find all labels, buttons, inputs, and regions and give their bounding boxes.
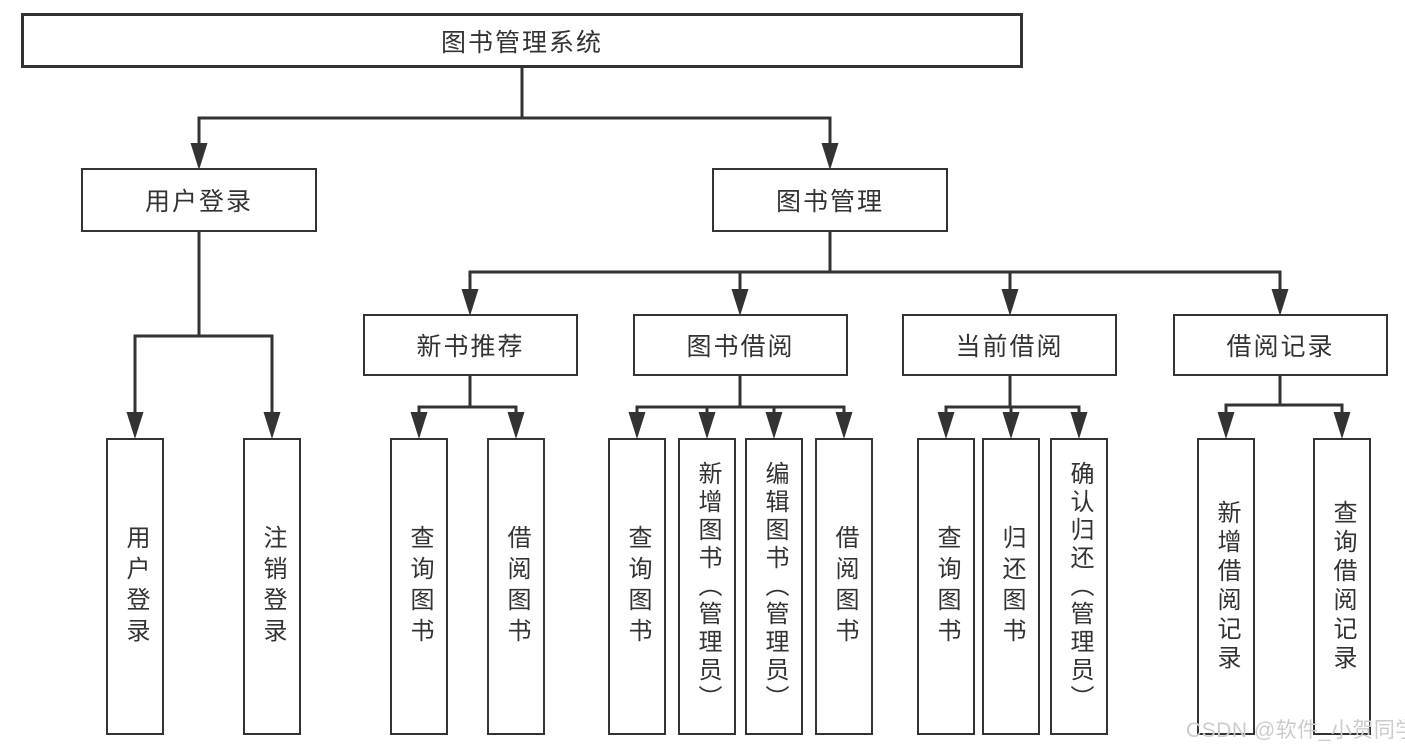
- leaf-edit-book-admin: 编辑图书（管理员）: [745, 438, 803, 735]
- leaf-query-books-current: 查询图书: [917, 438, 975, 735]
- leaf-user-login: 用户登录: [106, 438, 164, 735]
- leaf-edit-book-admin-label: 编辑图书（管理员）: [761, 460, 788, 713]
- arrowhead-book-management-node: [821, 143, 839, 170]
- arrowhead-leaf-user-login: [126, 412, 144, 439]
- leaf-borrow-books-recommend: 借阅图书: [487, 438, 545, 735]
- leaf-return-book: 归还图书: [982, 438, 1040, 735]
- node-book-borrowing: 图书借阅: [633, 314, 848, 376]
- leaf-logout-label: 注销登录: [259, 524, 286, 649]
- leaf-borrow-books-borrow: 借阅图书: [815, 438, 873, 735]
- leaf-add-book-admin: 新增图书（管理员）: [678, 438, 736, 735]
- node-borrowing-records-label: 借阅记录: [1226, 333, 1335, 361]
- node-current-borrowing: 当前借阅: [902, 314, 1117, 376]
- leaf-borrow-books-recommend-label: 借阅图书: [503, 524, 530, 649]
- arrowhead-leaf-confirm-return-admin: [1070, 412, 1088, 439]
- node-library-management-system-label: 图书管理系统: [440, 28, 603, 57]
- connector-userlogin-to-leaves: [133, 232, 274, 414]
- node-book-management: 图书管理: [712, 168, 948, 232]
- leaf-query-books-current-label: 查询图书: [933, 524, 960, 649]
- leaf-add-borrow-record: 新增借阅记录: [1197, 438, 1255, 735]
- node-new-book-recommendation-label: 新书推荐: [416, 333, 525, 361]
- watermark: CSDN @软件_小贺同学: [1186, 719, 1405, 742]
- leaf-borrow-books-borrow-label: 借阅图书: [831, 524, 858, 649]
- connector-recommend-to-leaves: [417, 376, 518, 414]
- arrowhead-book-borrowing: [731, 289, 749, 316]
- leaf-confirm-return-admin: 确认归还（管理员）: [1050, 438, 1108, 735]
- node-new-book-recommendation: 新书推荐: [363, 314, 578, 376]
- connector-current-to-leaves: [944, 376, 1081, 414]
- arrowhead-leaf-query-borrow-record: [1333, 412, 1351, 439]
- arrowhead-leaf-query-books-current: [937, 412, 955, 439]
- arrowhead-leaf-query-books-recommend: [410, 412, 428, 439]
- arrowhead-leaf-logout: [263, 412, 281, 439]
- node-borrowing-records: 借阅记录: [1173, 314, 1388, 376]
- leaf-query-books-borrow-label: 查询图书: [624, 524, 651, 649]
- arrowhead-borrowing-records: [1271, 289, 1289, 316]
- leaf-return-book-label: 归还图书: [998, 524, 1025, 649]
- arrowhead-leaf-return-book: [1002, 412, 1020, 439]
- leaf-query-borrow-record-label: 查询借阅记录: [1329, 499, 1356, 674]
- leaf-logout: 注销登录: [243, 438, 301, 735]
- node-book-management-label: 图书管理: [775, 188, 884, 216]
- connector-bookmgmt-to-level3: [468, 232, 1282, 291]
- leaf-query-books-borrow: 查询图书: [608, 438, 666, 735]
- leaf-user-login-label: 用户登录: [122, 524, 149, 649]
- leaf-query-borrow-record: 查询借阅记录: [1313, 438, 1371, 735]
- leaf-query-books-recommend: 查询图书: [390, 438, 448, 735]
- node-user-login-label: 用户登录: [144, 188, 253, 216]
- connector-borrowing-to-leaves: [635, 376, 846, 414]
- leaf-add-borrow-record-label: 新增借阅记录: [1213, 499, 1240, 674]
- arrowhead-leaf-borrow-books-borrow: [835, 412, 853, 439]
- arrowhead-new-book-recommendation: [461, 289, 479, 316]
- arrowhead-leaf-add-borrow-record: [1217, 412, 1235, 439]
- leaf-confirm-return-admin-label: 确认归还（管理员）: [1066, 460, 1093, 713]
- arrowhead-leaf-query-books-borrow: [628, 412, 646, 439]
- arrowhead-leaf-edit-book-admin: [765, 412, 783, 439]
- connector-root-to-level2: [197, 68, 832, 146]
- arrowhead-user-login-node: [190, 143, 208, 170]
- node-current-borrowing-label: 当前借阅: [955, 333, 1064, 361]
- node-book-borrowing-label: 图书借阅: [686, 333, 795, 361]
- leaf-query-books-recommend-label: 查询图书: [406, 524, 433, 649]
- node-library-management-system: 图书管理系统: [21, 13, 1023, 68]
- leaf-add-book-admin-label: 新增图书（管理员）: [694, 460, 721, 713]
- arrowhead-current-borrowing: [1001, 289, 1019, 316]
- connector-records-to-leaves: [1224, 376, 1344, 414]
- arrowhead-leaf-add-book-admin: [698, 412, 716, 439]
- arrowhead-leaf-borrow-books-recommend: [507, 412, 525, 439]
- node-user-login: 用户登录: [81, 168, 317, 232]
